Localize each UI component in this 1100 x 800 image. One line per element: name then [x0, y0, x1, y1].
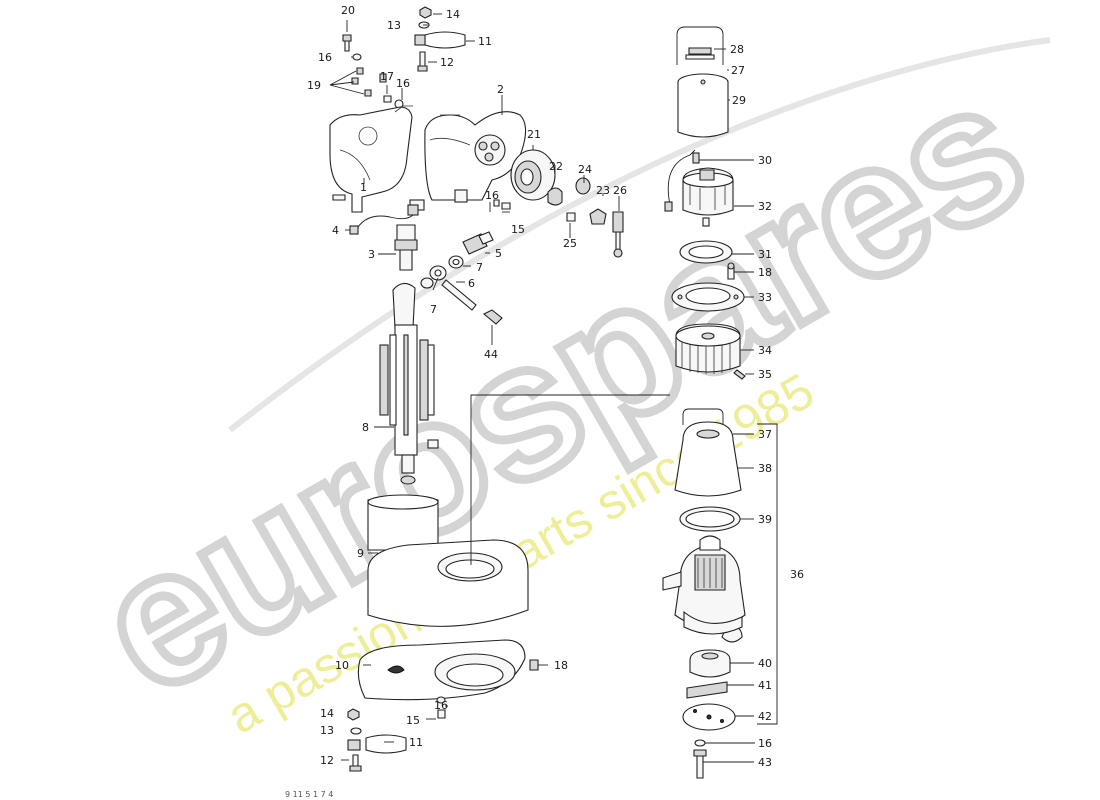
callout-18b: 18 [758, 266, 772, 279]
callout-12: 12 [440, 56, 454, 69]
assembly-36-bracket [757, 423, 778, 725]
callout-3: 3 [368, 248, 375, 261]
callout-32: 32 [758, 200, 772, 213]
part-37-38-cover [674, 408, 742, 497]
callout-33: 33 [758, 291, 772, 304]
callout-12b: 12 [320, 754, 334, 767]
part-8-cylinder [379, 282, 439, 485]
part-1-shroud [329, 105, 413, 213]
callout-28: 28 [730, 43, 744, 56]
callout-7b: 7 [430, 303, 437, 316]
part-16-43-bolt [693, 739, 707, 779]
callout-22: 22 [549, 160, 563, 173]
leader-lines [329, 13, 755, 763]
callout-41: 41 [758, 679, 772, 692]
callout-16b: 16 [396, 77, 410, 90]
callout-29: 29 [732, 94, 746, 107]
callout-16c: 16 [485, 189, 499, 202]
callout-17: 17 [380, 70, 394, 83]
callout-16: 16 [318, 51, 332, 64]
callout-37: 37 [758, 428, 772, 441]
callout-27: 27 [731, 64, 745, 77]
callout-11: 11 [478, 35, 492, 48]
part-40-bearing [689, 649, 731, 678]
callout-42: 42 [758, 710, 772, 723]
part-group-5-7-6-44 [420, 231, 503, 325]
callout-26: 26 [613, 184, 627, 197]
callout-43: 43 [758, 756, 772, 769]
callout-1: 1 [360, 181, 367, 194]
part-group-top-left [342, 6, 466, 109]
watermark: eurospares a passion for parts since 198… [60, 35, 1062, 744]
callout-36: 36 [790, 568, 804, 581]
callout-21: 21 [527, 128, 541, 141]
part-18-screw-right [727, 262, 735, 280]
part-39-ring [679, 506, 741, 532]
watermark-brand: eurospares [65, 40, 1058, 736]
callout-19: 19 [307, 79, 321, 92]
part-33-flange [671, 282, 745, 312]
callout-14: 14 [446, 8, 460, 21]
callout-18: 18 [554, 659, 568, 672]
callout-2: 2 [497, 83, 504, 96]
callout-5: 5 [495, 247, 502, 260]
part-42-plate [682, 703, 736, 731]
callout-30: 30 [758, 154, 772, 167]
part-group-22-26 [493, 177, 624, 258]
callout-9: 9 [357, 547, 364, 560]
part-41-pad [686, 681, 728, 699]
part-9-shroud-base [367, 494, 529, 627]
callout-38: 38 [758, 462, 772, 475]
part-21-blower-ring [510, 149, 556, 201]
callout-25: 25 [563, 237, 577, 250]
callout-labels: 20 16 13 14 11 12 19 17 16 2 21 1 22 24 … [307, 4, 804, 769]
callout-11b: 11 [409, 736, 423, 749]
callout-24: 24 [578, 163, 592, 176]
part-34-impeller [675, 323, 741, 374]
callout-20: 20 [341, 4, 355, 17]
callout-39: 39 [758, 513, 772, 526]
callout-13b: 13 [320, 724, 334, 737]
callout-16e: 16 [758, 737, 772, 750]
part-10-plate [357, 639, 526, 701]
callout-7: 7 [476, 261, 483, 274]
part-35-pin [733, 369, 746, 380]
callout-10: 10 [335, 659, 349, 672]
part-27-29-filter [676, 26, 729, 138]
callout-6: 6 [468, 277, 475, 290]
callout-13: 13 [387, 19, 401, 32]
part-36-blower-assembly [662, 535, 746, 643]
part-4-cable [349, 204, 419, 235]
callout-44: 44 [484, 348, 498, 361]
callout-8: 8 [362, 421, 369, 434]
callout-23: 23 [596, 184, 610, 197]
callout-34: 34 [758, 344, 772, 357]
part-2-housing [409, 111, 527, 211]
callout-31: 31 [758, 248, 772, 261]
part-31-gasket [679, 240, 733, 264]
callout-15b: 15 [406, 714, 420, 727]
callout-14b: 14 [320, 707, 334, 720]
callout-15: 15 [511, 223, 525, 236]
callout-35: 35 [758, 368, 772, 381]
callout-40: 40 [758, 657, 772, 670]
callout-4: 4 [332, 224, 339, 237]
callout-16d: 16 [434, 699, 448, 712]
footer-code: 9 11 5 1 7 4 [285, 790, 333, 799]
part-group-bottom-left [347, 659, 539, 772]
part-3-sender [394, 224, 418, 271]
part-30-32-motor [664, 149, 734, 227]
